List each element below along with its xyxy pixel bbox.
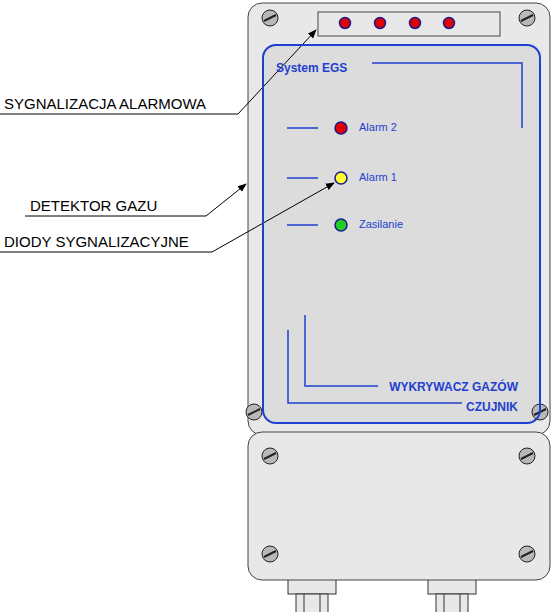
led-label: Alarm 1 bbox=[359, 171, 397, 184]
screw bbox=[519, 448, 535, 464]
led-power bbox=[335, 219, 347, 231]
screw bbox=[246, 404, 262, 420]
cable-gland bbox=[288, 578, 476, 612]
display-panel: System EGS WYKRYWACZ GAZÓW CZUJNIK bbox=[262, 44, 541, 424]
screws bbox=[246, 10, 548, 562]
panel-caption: WYKRYWACZ GAZÓW bbox=[386, 381, 521, 395]
screw bbox=[262, 10, 278, 26]
panel-ground bbox=[262, 44, 541, 424]
alarm-strip bbox=[318, 12, 500, 36]
callout-label: DIODY SYGNALIZACYJNE bbox=[4, 233, 189, 250]
callout-label: DETEKTOR GAZU bbox=[30, 197, 157, 214]
panel-title: System EGS bbox=[276, 62, 347, 76]
screw bbox=[519, 546, 535, 562]
housing-upper bbox=[248, 3, 550, 435]
screw bbox=[262, 448, 278, 464]
led-alarm1 bbox=[335, 172, 347, 184]
screw bbox=[262, 546, 278, 562]
alarm-led bbox=[340, 18, 455, 29]
led-alarm2 bbox=[335, 122, 347, 134]
panel-caption: CZUJNIK bbox=[463, 401, 521, 415]
callout-label: SYGNALIZACJA ALARMOWA bbox=[4, 95, 206, 112]
housing-lower bbox=[248, 432, 550, 580]
led-label: Alarm 2 bbox=[359, 121, 397, 134]
screw bbox=[519, 10, 535, 26]
led-label: Zasilanie bbox=[359, 218, 403, 231]
panel-lines bbox=[287, 63, 522, 403]
